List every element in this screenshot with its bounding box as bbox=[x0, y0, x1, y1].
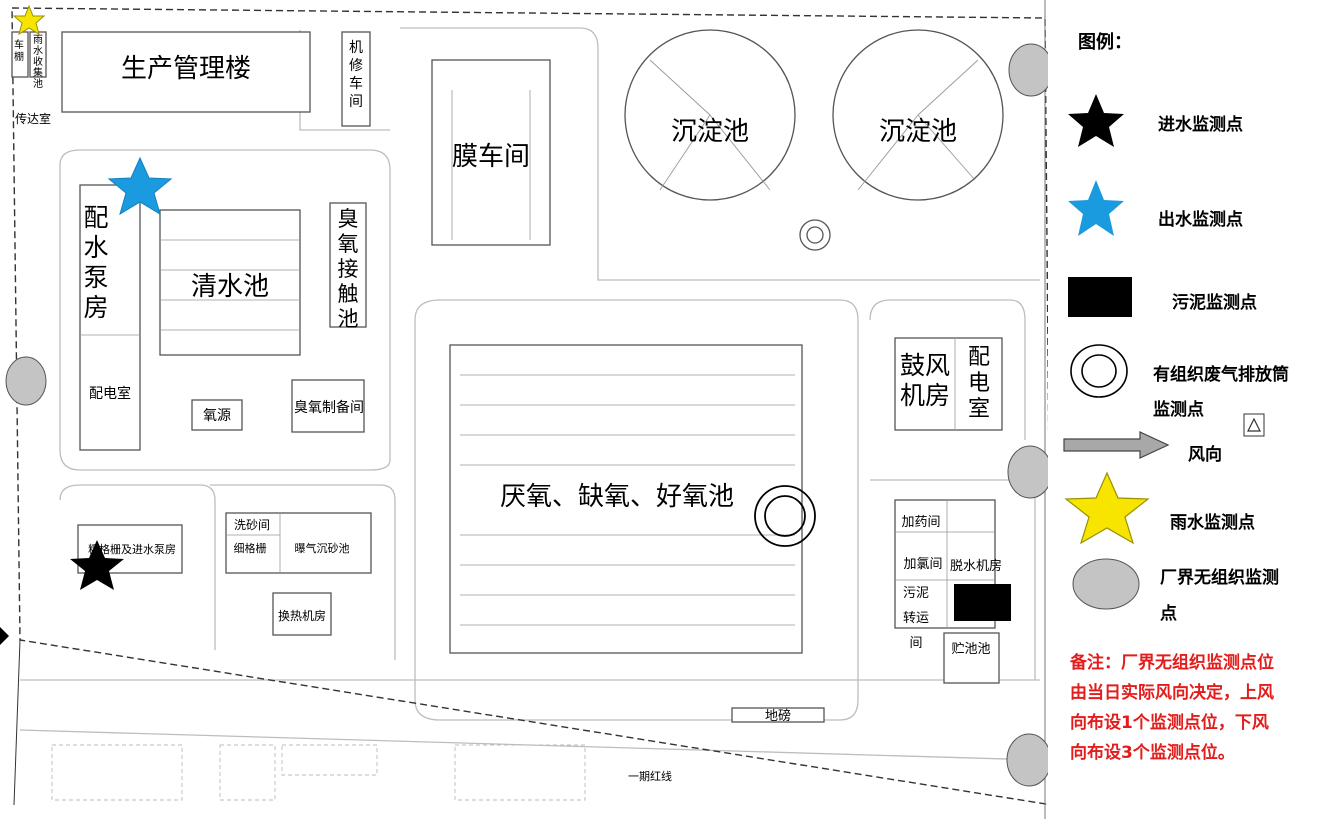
repair-shop bbox=[341, 31, 371, 127]
legend-label-boundary-line1: 厂界无组织监测 bbox=[1160, 568, 1279, 588]
label-sedimentation-2: 沉淀池 bbox=[879, 117, 957, 147]
blue-star-icon bbox=[1068, 180, 1124, 236]
label-first-phase-redline: 一期红线 bbox=[628, 769, 672, 783]
legend-label-influent: 进水监测点 bbox=[1158, 115, 1243, 135]
legend-label-exhaust-line2: 监测点 bbox=[1153, 400, 1204, 420]
label-dewatering-room: 脱水机房 bbox=[950, 558, 1002, 574]
black-star-icon bbox=[1068, 94, 1124, 147]
distribution-pump-house bbox=[79, 184, 141, 451]
label-power-room-west: 配电室 bbox=[89, 385, 131, 402]
compass-icon bbox=[1243, 413, 1265, 437]
legend-label-exhaust-line1: 有组织废气排放筒 bbox=[1153, 365, 1289, 385]
yellow-star-icon bbox=[1064, 471, 1150, 545]
rainwater-monitoring-star-icon bbox=[12, 4, 46, 36]
label-guard-room: 传达室 bbox=[15, 111, 51, 126]
boundary-monitoring-point-north-icon bbox=[1008, 43, 1048, 97]
boundary-monitoring-point-west-icon bbox=[5, 356, 47, 406]
label-chlorination-room: 加氯间 bbox=[903, 557, 942, 572]
label-ozone-prep-room: 臭氧制备间 bbox=[294, 399, 364, 416]
boundary-monitoring-point-southeast-icon bbox=[1006, 733, 1048, 787]
legend-label-sludge: 污泥监测点 bbox=[1172, 293, 1257, 313]
grey-circle-icon bbox=[1072, 558, 1140, 610]
black-rectangle-icon bbox=[1068, 277, 1132, 317]
legend-title: 图例： bbox=[1078, 32, 1132, 53]
legend-label-boundary-line2: 点 bbox=[1160, 604, 1177, 624]
exhaust-stack-monitoring-icon bbox=[754, 485, 816, 547]
label-grille-pump-house: 粗格栅及进水泵房 bbox=[88, 542, 176, 556]
note-line-3: 向布设1个监测点位，下风 bbox=[1070, 713, 1269, 733]
label-aerated-grit: 曝气沉砂池 bbox=[295, 541, 350, 555]
label-car-shed: 车棚 bbox=[14, 38, 24, 63]
legend-label-wind: 风向 bbox=[1188, 445, 1222, 465]
label-storage-pool: 贮池池 bbox=[951, 642, 990, 657]
aao-pool bbox=[449, 344, 803, 654]
label-blower-room: 鼓风机房 bbox=[900, 351, 950, 410]
note-line-1: 备注：厂界无组织监测点位 bbox=[1070, 653, 1274, 673]
clear-water-pool bbox=[159, 209, 301, 356]
label-repair-shop: 机修车间 bbox=[349, 40, 363, 110]
grit-chamber bbox=[225, 512, 372, 574]
label-rainwater-pool: 雨水收集池 bbox=[33, 35, 43, 90]
legend-label-rainwater: 雨水监测点 bbox=[1170, 513, 1255, 533]
label-ozone-contact-pool: 臭氧接触池 bbox=[338, 207, 359, 331]
storage-pool bbox=[943, 632, 1000, 684]
note-line-4: 向布设3个监测点位。 bbox=[1070, 743, 1235, 763]
plant-site-map: 生产管理楼 传达室 膜车间 沉淀池 沉淀池 清水池 配电室 氧源 臭氧制备间 厌… bbox=[0, 0, 1048, 819]
heat-exchange-room bbox=[272, 592, 332, 636]
production-building bbox=[61, 31, 311, 113]
legend-panel: 图例： 进水监测点 出水监测点 污泥监测点 有组织废气排放筒 监测点 风向 雨水… bbox=[1048, 0, 1328, 819]
label-sand-wash-room: 洗砂间 bbox=[234, 518, 270, 532]
label-weighbridge: 地磅 bbox=[765, 708, 791, 724]
blower-room bbox=[894, 337, 1003, 431]
arrow-icon bbox=[1063, 431, 1170, 459]
legend-note: 备注：厂界无组织监测点位 由当日实际风向决定，上风 向布设1个监测点位，下风 向… bbox=[1070, 648, 1320, 768]
double-circle-icon bbox=[1070, 344, 1128, 398]
label-heat-exchange-room: 换热机房 bbox=[278, 608, 326, 623]
label-aao-pool: 厌氧、缺氧、好氧池 bbox=[500, 482, 734, 512]
sludge-monitoring-point-icon bbox=[954, 584, 1011, 621]
oxygen-source bbox=[191, 399, 243, 431]
label-sedimentation-1: 沉淀池 bbox=[671, 117, 749, 147]
label-dosing-room: 加药间 bbox=[901, 515, 940, 530]
note-line-2: 由当日实际风向决定，上风 bbox=[1070, 683, 1274, 703]
label-clear-water-pool: 清水池 bbox=[191, 272, 269, 302]
label-membrane-workshop: 膜车间 bbox=[452, 142, 530, 172]
label-power-room-east: 配电室 bbox=[968, 345, 990, 422]
legend-label-effluent: 出水监测点 bbox=[1158, 210, 1243, 230]
boundary-monitoring-point-east-icon bbox=[1007, 445, 1048, 499]
ozone-prep-room bbox=[291, 379, 365, 433]
label-distribution-pump-house: 配水泵房 bbox=[83, 203, 108, 322]
influent-monitoring-star-icon bbox=[70, 540, 124, 590]
label-sludge-transfer: 污泥转运间 bbox=[903, 586, 929, 651]
effluent-monitoring-star-icon bbox=[107, 156, 173, 216]
label-oxygen-source: 氧源 bbox=[203, 408, 231, 424]
label-production-building: 生产管理楼 bbox=[121, 54, 251, 84]
label-fine-grille: 细格栅 bbox=[234, 541, 267, 555]
weighbridge bbox=[731, 707, 825, 723]
ozone-contact-pool bbox=[329, 202, 367, 328]
